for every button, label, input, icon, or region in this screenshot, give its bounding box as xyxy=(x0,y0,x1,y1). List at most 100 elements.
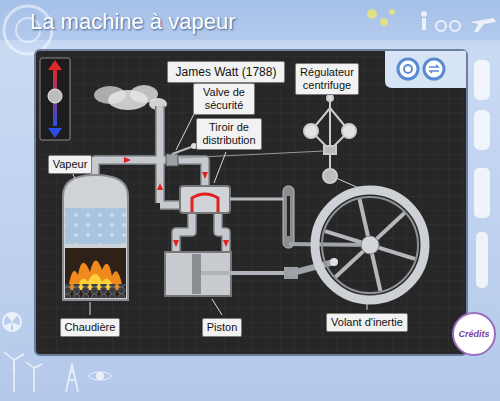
leader-lines-part xyxy=(72,172,80,190)
pipes-part-part xyxy=(155,106,165,203)
boiler-part xyxy=(65,284,126,298)
decor-icons-part xyxy=(436,21,446,31)
dark-panel-part xyxy=(424,59,444,79)
eccentric-lever-part xyxy=(287,196,290,236)
dark-panel-part xyxy=(35,50,467,355)
decor-icons-part xyxy=(450,21,460,31)
decor-icons-part xyxy=(389,9,395,15)
decor-icons-part xyxy=(96,372,104,380)
pipes-part-part xyxy=(218,212,226,252)
leader-lines xyxy=(72,93,367,315)
label-text: Crédits xyxy=(458,329,489,339)
piston-cylinder-part xyxy=(192,254,201,294)
decor-icons-part xyxy=(470,18,496,32)
dark-panel-part xyxy=(385,51,466,88)
flywheel-spoke xyxy=(360,199,368,236)
pipes-part-part xyxy=(218,212,226,252)
temperature-slider xyxy=(40,58,70,140)
leader-lines-part xyxy=(214,152,226,183)
dark-panel-part xyxy=(404,65,412,73)
pipes-part-part xyxy=(160,202,180,209)
flow-arrows xyxy=(124,157,229,247)
pipes-part-part xyxy=(160,200,180,210)
boiler-part xyxy=(63,175,128,300)
flywheel-part xyxy=(322,197,418,293)
part-label: Vapeur xyxy=(48,155,93,174)
leader-lines-part xyxy=(367,303,368,310)
flywheel-spoke xyxy=(377,213,405,239)
part-label: Valve de sécurité xyxy=(193,83,255,115)
eccentric-lever-part xyxy=(289,244,370,245)
part-label: Régulateur centrifuge xyxy=(295,63,359,95)
frame-part xyxy=(0,0,500,40)
pipes-part-part xyxy=(176,212,192,252)
centrifugal-governor-part xyxy=(324,146,336,154)
pipes-part-part xyxy=(157,106,164,203)
label-text: Volant d'inertie xyxy=(331,316,403,329)
page-title: La machine à vapeur xyxy=(30,9,235,35)
decor-icons-part xyxy=(474,60,490,100)
flow-arrows-part xyxy=(223,240,229,247)
dark-panel xyxy=(35,50,467,355)
slide-valve xyxy=(180,186,286,213)
decor-icons-part-part xyxy=(4,352,14,360)
flow-arrows-part xyxy=(157,183,163,190)
decor-icons-part xyxy=(476,232,488,288)
slide-valve-part xyxy=(230,198,286,201)
decor-icons-part xyxy=(4,352,78,392)
flow-arrows-part xyxy=(173,240,179,247)
temperature-slider-part xyxy=(48,89,62,103)
flywheel-part xyxy=(330,258,338,266)
decor-icons-part xyxy=(380,18,388,26)
dark-panel-part xyxy=(36,51,466,354)
decor-icons-part xyxy=(4,314,20,332)
flow-arrows-part xyxy=(124,157,131,163)
centrifugal-governor-part xyxy=(342,124,356,138)
temperature-slider-part xyxy=(40,58,70,140)
piston-cylinder xyxy=(165,252,334,296)
leader-lines-part xyxy=(212,299,222,315)
centrifugal-governor-part xyxy=(323,169,337,183)
flywheel-part xyxy=(325,199,415,291)
eccentric-lever-part xyxy=(283,186,294,248)
decor-icons xyxy=(3,9,496,392)
dark-panel-part xyxy=(429,65,439,73)
centrifugal-governor-part xyxy=(180,151,324,158)
credits-button: Crédits xyxy=(452,312,496,356)
decor-icons-part-part xyxy=(66,364,78,392)
centrifugal-governor-part xyxy=(327,95,333,101)
piston-cylinder-part xyxy=(201,271,292,275)
label-text: Tiroir de distribution xyxy=(201,121,257,147)
label-text: Valve de sécurité xyxy=(198,86,250,112)
leader-lines-part xyxy=(90,302,91,315)
pipes-part-part xyxy=(176,212,192,252)
label-text: Vapeur xyxy=(53,158,88,171)
decor-icons-part xyxy=(474,168,490,218)
label-text: James Watt (1788) xyxy=(176,65,277,79)
decor-icons-part xyxy=(367,9,377,19)
title-label: James Watt (1788) xyxy=(167,61,286,83)
decor-icons-part xyxy=(3,313,21,331)
temperature-slider-part xyxy=(48,128,62,138)
part-label: Chaudière xyxy=(60,318,121,337)
decor-icons-part-part xyxy=(34,364,42,368)
flywheel-spoke xyxy=(379,248,415,259)
boiler xyxy=(63,175,128,300)
decor-icons-part-part xyxy=(14,354,24,360)
decor-icons-part xyxy=(89,372,111,380)
temperature-slider-part xyxy=(48,60,62,70)
decor-icons-part-part xyxy=(13,360,15,372)
decor-icons-part xyxy=(422,18,426,30)
decor-icons-part-part xyxy=(13,360,15,392)
label-text: Piston xyxy=(207,321,238,334)
part-label: Piston xyxy=(202,318,243,337)
smoke-part xyxy=(94,86,126,104)
centrifugal-governor-part xyxy=(304,124,318,138)
label-text: Régulateur centrifuge xyxy=(300,66,354,92)
safety-valve-part xyxy=(166,154,178,166)
decor-icons-part xyxy=(474,110,490,150)
decor-icons-part-part xyxy=(26,362,34,368)
decor-icons-part xyxy=(421,11,427,17)
flywheel-part xyxy=(315,190,425,300)
decor-icons-part-part xyxy=(33,368,35,392)
